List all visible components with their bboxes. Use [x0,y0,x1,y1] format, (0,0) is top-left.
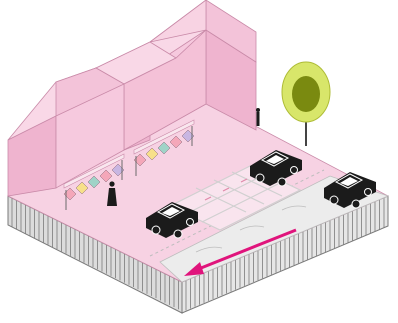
tree-icon [282,62,330,146]
pedestrian-icon [256,108,260,126]
